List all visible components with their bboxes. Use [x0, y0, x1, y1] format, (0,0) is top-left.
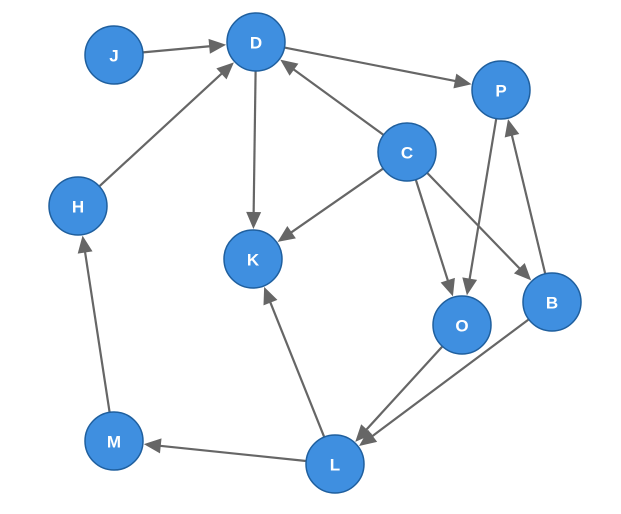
node-circle[interactable] [84, 25, 144, 85]
arrowhead-icon [216, 62, 234, 80]
arrowhead-icon [513, 262, 532, 281]
node-circle[interactable] [223, 229, 283, 289]
node-D[interactable]: D [226, 12, 286, 72]
node-label: P [495, 82, 506, 101]
edges-layer [77, 38, 547, 463]
node-circle[interactable] [471, 60, 531, 120]
edge-line [426, 172, 522, 271]
node-J[interactable]: J [84, 25, 144, 85]
node-label: C [401, 144, 413, 163]
node-K[interactable]: K [223, 229, 283, 289]
node-circle[interactable] [84, 411, 144, 471]
edge-C-D [280, 59, 385, 136]
edge-line [370, 318, 530, 438]
arrowhead-icon [277, 226, 296, 242]
arrowhead-icon [359, 429, 378, 447]
node-label: H [72, 198, 84, 217]
edge-L-K [263, 286, 326, 438]
edge-line [268, 300, 326, 438]
arrowhead-icon [504, 119, 520, 138]
edge-line [98, 71, 224, 188]
arrowhead-icon [440, 277, 455, 297]
edge-P-O [462, 118, 498, 296]
edge-line [510, 133, 547, 275]
node-circle[interactable] [226, 12, 286, 72]
edge-line [291, 67, 385, 136]
node-O[interactable]: O [432, 295, 492, 355]
edge-M-H [77, 235, 111, 413]
edge-line [284, 46, 458, 83]
arrowhead-icon [143, 438, 162, 454]
edge-line [252, 70, 257, 215]
edge-D-K [246, 70, 262, 230]
arrowhead-icon [355, 424, 373, 442]
node-L[interactable]: L [305, 434, 365, 494]
edge-C-O [414, 179, 455, 297]
node-label: O [455, 317, 468, 336]
arrowhead-icon [246, 211, 262, 230]
node-label: L [330, 456, 340, 475]
node-label: B [546, 294, 558, 313]
arrowhead-icon [77, 235, 93, 254]
node-P[interactable]: P [471, 60, 531, 120]
edge-line [158, 444, 307, 463]
node-label: J [109, 47, 118, 66]
arrowhead-icon [263, 286, 278, 306]
edge-B-P [504, 119, 547, 275]
edge-O-L [355, 345, 444, 442]
arrowhead-icon [208, 38, 227, 54]
edge-line [289, 167, 384, 235]
node-M[interactable]: M [84, 411, 144, 471]
edge-line [414, 179, 450, 283]
node-circle[interactable] [48, 176, 108, 236]
edge-J-D [142, 38, 227, 54]
node-label: M [107, 433, 121, 452]
edge-line [468, 118, 498, 281]
arrowhead-icon [462, 277, 478, 296]
edge-line [83, 250, 111, 413]
edge-L-M [143, 438, 307, 463]
edge-line [364, 345, 444, 432]
node-circle[interactable] [522, 272, 582, 332]
node-H[interactable]: H [48, 176, 108, 236]
node-circle[interactable] [432, 295, 492, 355]
node-B[interactable]: B [522, 272, 582, 332]
edge-C-K [277, 167, 384, 242]
edge-H-D [98, 62, 234, 188]
edge-B-L [359, 318, 530, 447]
nodes-layer: J D P C H K B O M L [48, 12, 582, 494]
arrowhead-icon [280, 59, 299, 76]
node-label: D [250, 34, 262, 53]
edge-D-P [284, 46, 472, 89]
node-circle[interactable] [305, 434, 365, 494]
edge-line [142, 45, 212, 54]
node-C[interactable]: C [377, 122, 437, 182]
node-label: K [247, 251, 260, 270]
arrowhead-icon [453, 73, 472, 89]
node-circle[interactable] [377, 122, 437, 182]
edge-C-B [426, 172, 532, 281]
